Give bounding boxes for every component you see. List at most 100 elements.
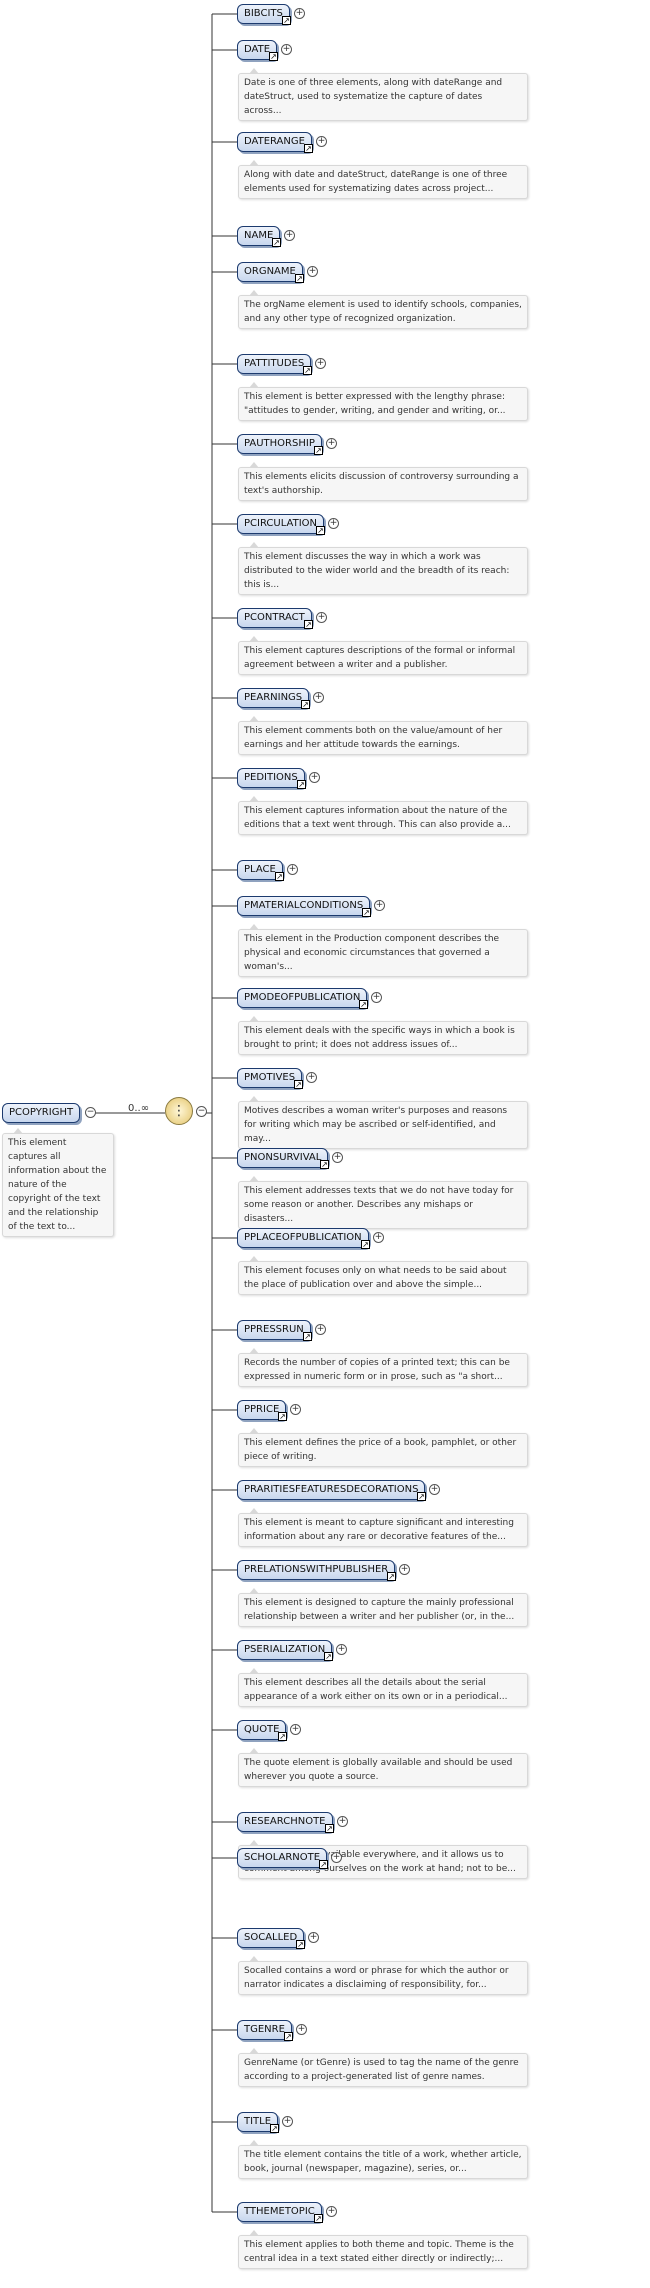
- expand-icon[interactable]: +: [307, 266, 318, 277]
- element-description: This element describes all the details a…: [238, 1668, 528, 1707]
- expand-icon[interactable]: +: [282, 2116, 293, 2127]
- element-pserialization[interactable]: PSERIALIZATION: [237, 1640, 332, 1660]
- expand-icon[interactable]: +: [287, 864, 298, 875]
- expand-icon[interactable]: +: [290, 1404, 301, 1415]
- reference-arrow-icon: ↗: [294, 1080, 303, 1089]
- expand-icon[interactable]: +: [332, 1152, 343, 1163]
- expand-icon[interactable]: +: [326, 2206, 337, 2217]
- element-description: This element applies to both theme and t…: [238, 2230, 528, 2269]
- element-pplaceofpublication[interactable]: PPLACEOFPUBLICATION: [237, 1228, 369, 1248]
- element-tgenre[interactable]: TGENRE: [237, 2020, 292, 2040]
- element-description: This element captures information about …: [238, 796, 528, 835]
- element-description: This element captures descriptions of th…: [238, 636, 528, 675]
- expand-icon[interactable]: +: [399, 1564, 410, 1575]
- reference-arrow-icon: ↗: [362, 908, 371, 917]
- expand-icon[interactable]: +: [328, 518, 339, 529]
- reference-arrow-icon: ↗: [304, 620, 313, 629]
- reference-arrow-icon: ↗: [319, 1860, 328, 1869]
- reference-arrow-icon: ↗: [314, 2214, 323, 2223]
- element-title[interactable]: TITLE: [237, 2112, 278, 2132]
- element-pearnings[interactable]: PEARNINGS: [237, 688, 309, 708]
- element-pprice[interactable]: PPRICE: [237, 1400, 286, 1420]
- element-pmodeofpublication[interactable]: PMODEOFPUBLICATION: [237, 988, 367, 1008]
- element-description: This element defines the price of a book…: [238, 1428, 528, 1467]
- collapse-icon[interactable]: −: [85, 1107, 96, 1118]
- reference-arrow-icon: ↗: [295, 274, 304, 283]
- element-peditions[interactable]: PEDITIONS: [237, 768, 305, 788]
- element-scholarnote[interactable]: SCHOLARNOTE: [237, 1848, 327, 1868]
- element-description: The quote element is globally available …: [238, 1748, 528, 1787]
- expand-icon[interactable]: +: [374, 900, 385, 911]
- cardinality-label: 0..∞: [128, 1103, 150, 1114]
- element-pauthorship[interactable]: PAUTHORSHIP: [237, 434, 322, 454]
- element-researchnote[interactable]: RESEARCHNOTE: [237, 1812, 333, 1832]
- collapse-icon[interactable]: −: [196, 1106, 207, 1117]
- expand-icon[interactable]: +: [371, 992, 382, 1003]
- element-description: This element addresses texts that we do …: [238, 1176, 528, 1229]
- expand-icon[interactable]: +: [306, 1072, 317, 1083]
- expand-icon[interactable]: +: [315, 358, 326, 369]
- reference-arrow-icon: ↗: [303, 1332, 312, 1341]
- element-description: This element is better expressed with th…: [238, 382, 528, 421]
- expand-icon[interactable]: +: [294, 8, 305, 19]
- element-pcirculation[interactable]: PCIRCULATION: [237, 514, 324, 534]
- element-bibcits[interactable]: BIBCITS: [237, 4, 290, 24]
- choice-compositor-icon[interactable]: ⋮: [165, 1097, 193, 1125]
- reference-arrow-icon: ↗: [304, 144, 313, 153]
- reference-arrow-icon: ↗: [272, 238, 281, 247]
- expand-icon[interactable]: +: [281, 44, 292, 55]
- element-date[interactable]: DATE: [237, 40, 277, 60]
- element-description: This element deals with the specific way…: [238, 1016, 528, 1055]
- reference-arrow-icon: ↗: [325, 1824, 334, 1833]
- element-ppressrun[interactable]: PPRESSRUN: [237, 1320, 311, 1340]
- element-praritiesfeaturesdecorations[interactable]: PRARITIESFEATURESDECORATIONS: [237, 1480, 425, 1500]
- element-description: Socalled contains a word or phrase for w…: [238, 1956, 528, 1995]
- expand-icon[interactable]: +: [290, 1724, 301, 1735]
- expand-icon[interactable]: +: [309, 772, 320, 783]
- expand-icon[interactable]: +: [316, 612, 327, 623]
- expand-icon[interactable]: +: [316, 136, 327, 147]
- reference-arrow-icon: ↗: [320, 1160, 329, 1169]
- expand-icon[interactable]: +: [331, 1852, 342, 1863]
- expand-icon[interactable]: +: [284, 230, 295, 241]
- expand-icon[interactable]: +: [373, 1232, 384, 1243]
- reference-arrow-icon: ↗: [301, 700, 310, 709]
- element-socalled[interactable]: SOCALLED: [237, 1928, 304, 1948]
- element-pmaterialconditions[interactable]: PMATERIALCONDITIONS: [237, 896, 370, 916]
- reference-arrow-icon: ↗: [275, 872, 284, 881]
- element-tthemetopic[interactable]: TTHEMETOPIC: [237, 2202, 322, 2222]
- expand-icon[interactable]: +: [296, 2024, 307, 2035]
- element-description: GenreName (or tGenre) is used to tag the…: [238, 2048, 528, 2087]
- element-prelationswithpublisher[interactable]: PRELATIONSWITHPUBLISHER: [237, 1560, 395, 1580]
- reference-arrow-icon: ↗: [303, 366, 312, 375]
- expand-icon[interactable]: +: [308, 1932, 319, 1943]
- reference-arrow-icon: ↗: [296, 1940, 305, 1949]
- element-pattitudes[interactable]: PATTITUDES: [237, 354, 311, 374]
- element-daterange[interactable]: DATERANGE: [237, 132, 312, 152]
- expand-icon[interactable]: +: [326, 438, 337, 449]
- element-quote[interactable]: QUOTE: [237, 1720, 286, 1740]
- root-element-pcopyright[interactable]: PCOPYRIGHT: [2, 1103, 81, 1123]
- reference-arrow-icon: ↗: [387, 1572, 396, 1581]
- element-name[interactable]: NAME: [237, 226, 280, 246]
- expand-icon[interactable]: +: [313, 692, 324, 703]
- element-pnonsurvival[interactable]: PNONSURVIVAL: [237, 1148, 328, 1168]
- reference-arrow-icon: ↗: [278, 1412, 287, 1421]
- reference-arrow-icon: ↗: [314, 446, 323, 455]
- element-pcontract[interactable]: PCONTRACT: [237, 608, 312, 628]
- expand-icon[interactable]: +: [315, 1324, 326, 1335]
- element-description: Along with date and dateStruct, dateRang…: [238, 160, 528, 199]
- element-description: Date is one of three elements, along wit…: [238, 68, 528, 121]
- element-pmotives[interactable]: PMOTIVES: [237, 1068, 302, 1088]
- element-description: Records the number of copies of a printe…: [238, 1348, 528, 1387]
- element-description: This elements elicits discussion of cont…: [238, 462, 528, 501]
- expand-icon[interactable]: +: [336, 1644, 347, 1655]
- element-description: This element focuses only on what needs …: [238, 1256, 528, 1295]
- reference-arrow-icon: ↗: [417, 1492, 426, 1501]
- expand-icon[interactable]: +: [429, 1484, 440, 1495]
- element-place[interactable]: PLACE: [237, 860, 283, 880]
- element-orgname[interactable]: ORGNAME: [237, 262, 303, 282]
- element-description: This element discusses the way in which …: [238, 542, 528, 595]
- expand-icon[interactable]: +: [337, 1816, 348, 1827]
